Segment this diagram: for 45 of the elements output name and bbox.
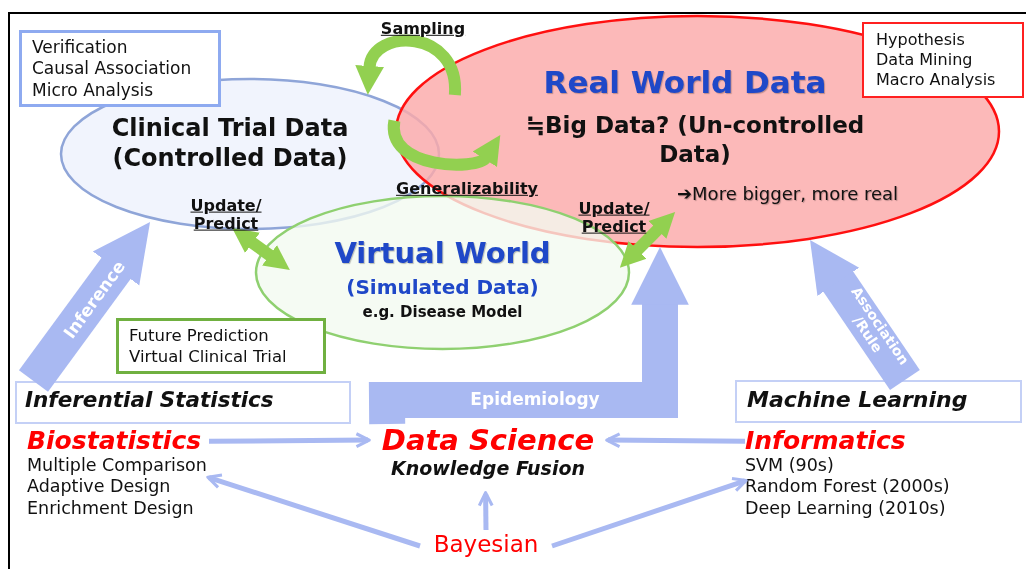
note-text: Virtual Clinical Trial xyxy=(129,346,288,368)
heading-box xyxy=(735,380,1022,423)
arrow xyxy=(477,491,494,531)
arrow xyxy=(605,432,746,449)
ellipse-subtitle: ≒Big Data? (Un-controlled Data) xyxy=(524,111,866,169)
note-text: Micro Analysis xyxy=(32,79,155,101)
list-item: Enrichment Design xyxy=(27,498,195,521)
method-name: Bayesian xyxy=(432,530,540,559)
note-text: Causal Association xyxy=(32,58,193,80)
ellipse-title: Real World Data xyxy=(542,63,828,102)
note-box xyxy=(862,22,1024,98)
note-box xyxy=(19,30,221,107)
field-heading: Inferential Statistics xyxy=(25,387,275,414)
subtitle: Knowledge Fusion xyxy=(389,457,586,482)
note-text: Verification xyxy=(32,37,129,59)
field-name: Data Science xyxy=(380,424,596,458)
ellipse-note: e.g. Disease Model xyxy=(361,303,524,322)
note-text: Macro Analysis xyxy=(876,70,997,90)
list-item: Deep Learning (2010s) xyxy=(745,498,947,521)
arrow xyxy=(206,473,421,549)
block-arrow xyxy=(368,247,689,425)
note-text: ➔More bigger, more real xyxy=(677,183,899,206)
list-item: Adaptive Design xyxy=(27,476,172,499)
block-arrow xyxy=(810,240,920,391)
edge-label: Sampling xyxy=(380,19,466,39)
ellipse-title: Virtual World xyxy=(333,235,552,272)
note-text: Hypothesis xyxy=(876,30,966,50)
double-arrow xyxy=(232,228,290,270)
edge-label: Update/ Predict xyxy=(190,196,262,234)
field-name: Biostatistics xyxy=(27,427,203,455)
field-heading: Machine Learning xyxy=(747,386,969,414)
list-item: Multiple Comparison xyxy=(27,454,208,477)
edge-label: Update/ Predict xyxy=(578,199,650,237)
double-arrow xyxy=(619,211,676,268)
list-item: SVM (90s) xyxy=(745,454,835,477)
arrow xyxy=(551,476,748,549)
edge-label: Epidemiology xyxy=(470,391,600,409)
ellipse-subtitle: (Simulated Data) xyxy=(345,275,540,300)
list-item: Random Forest (2000s) xyxy=(745,476,951,499)
ellipse-title: Clinical Trial Data (Controlled Data) xyxy=(110,113,350,173)
note-text: Future Prediction xyxy=(129,326,270,347)
arrow xyxy=(209,432,371,449)
note-text: Data Mining xyxy=(876,50,974,70)
field-name: Informatics xyxy=(745,427,907,455)
heading-box xyxy=(15,381,351,424)
